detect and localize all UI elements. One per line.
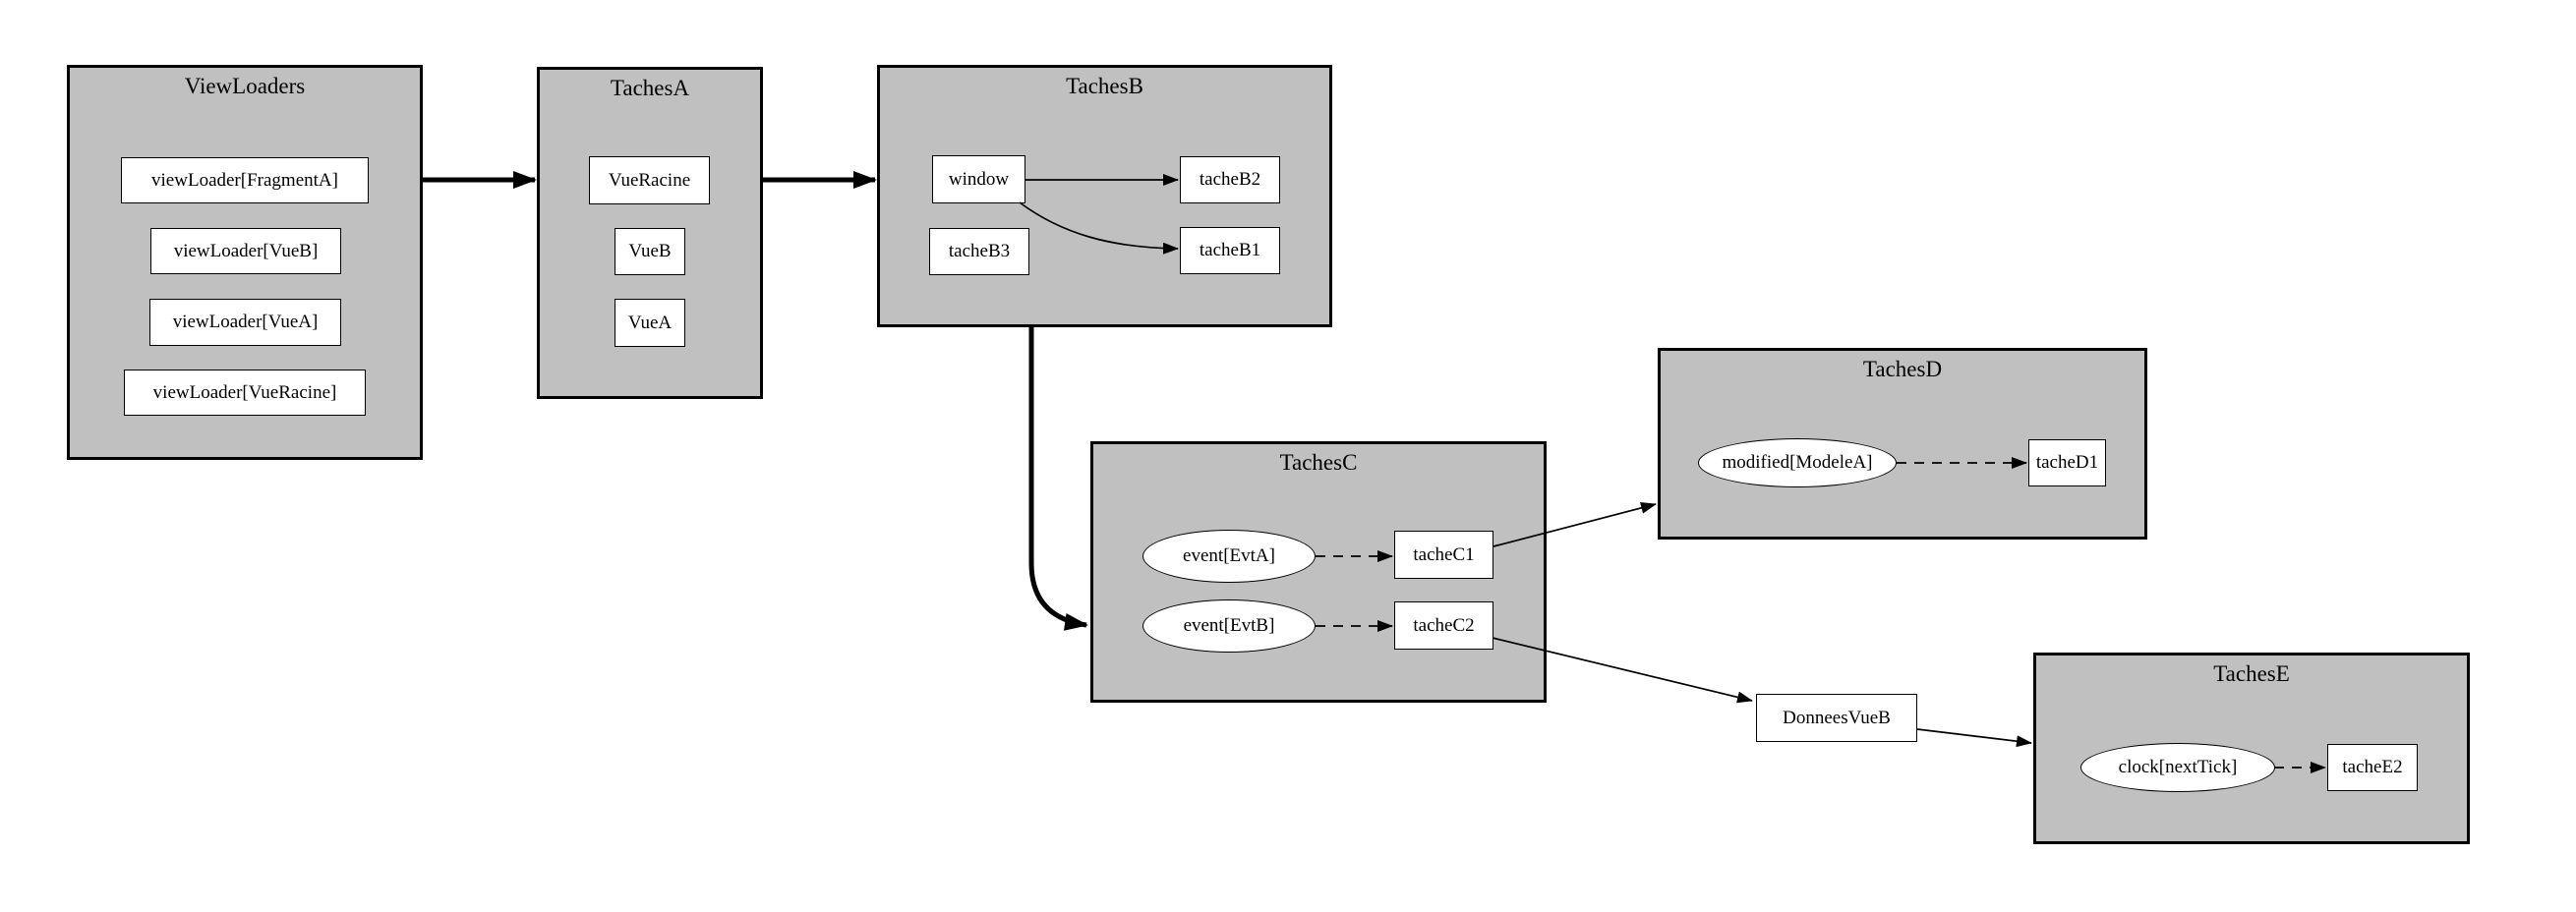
node-vueb: VueB xyxy=(615,228,685,275)
node-viewloader-vuea: viewLoader[VueA] xyxy=(149,299,341,346)
cluster-viewloaders-title: ViewLoaders xyxy=(184,74,306,98)
node-viewloader-vueracine: viewLoader[VueRacine] xyxy=(124,370,366,416)
node-donneesvueb: DonneesVueB xyxy=(1756,694,1917,742)
cluster-tachesd-title: TachesD xyxy=(1862,357,1943,381)
edge-tachesb-tachesc xyxy=(1028,327,1088,631)
edge-donneesvueb-tachese xyxy=(1916,728,2032,748)
node-vuea: VueA xyxy=(615,299,685,347)
node-tacheb2: tacheB2 xyxy=(1180,156,1280,203)
cluster-tachesa-title: TachesA xyxy=(610,76,690,100)
cluster-tachese-title: TachesE xyxy=(2213,661,2290,686)
node-event-evtb: event[EvtB] xyxy=(1142,599,1316,653)
node-tachee2: tacheE2 xyxy=(2327,744,2418,791)
node-tacheb3: tacheB3 xyxy=(929,228,1029,275)
node-tached1: tacheD1 xyxy=(2028,439,2106,486)
node-vueracine: VueRacine xyxy=(589,156,710,204)
node-event-evta: event[EvtA] xyxy=(1142,530,1316,583)
node-clock-nexttick: clock[nextTick] xyxy=(2080,743,2275,792)
node-viewloader-fragmenta: viewLoader[FragmentA] xyxy=(121,157,369,203)
node-modified-modelea: modified[ModeleA] xyxy=(1698,438,1897,487)
node-viewloader-vueb: viewLoader[VueB] xyxy=(150,228,341,274)
node-tachec1: tacheC1 xyxy=(1394,531,1493,579)
node-tachec2: tacheC2 xyxy=(1394,601,1493,650)
node-window: window xyxy=(932,155,1025,203)
cluster-tachesb-title: TachesB xyxy=(1066,74,1143,98)
cluster-tachesc-title: TachesC xyxy=(1279,450,1358,475)
node-tacheb1: tacheB1 xyxy=(1180,227,1280,274)
